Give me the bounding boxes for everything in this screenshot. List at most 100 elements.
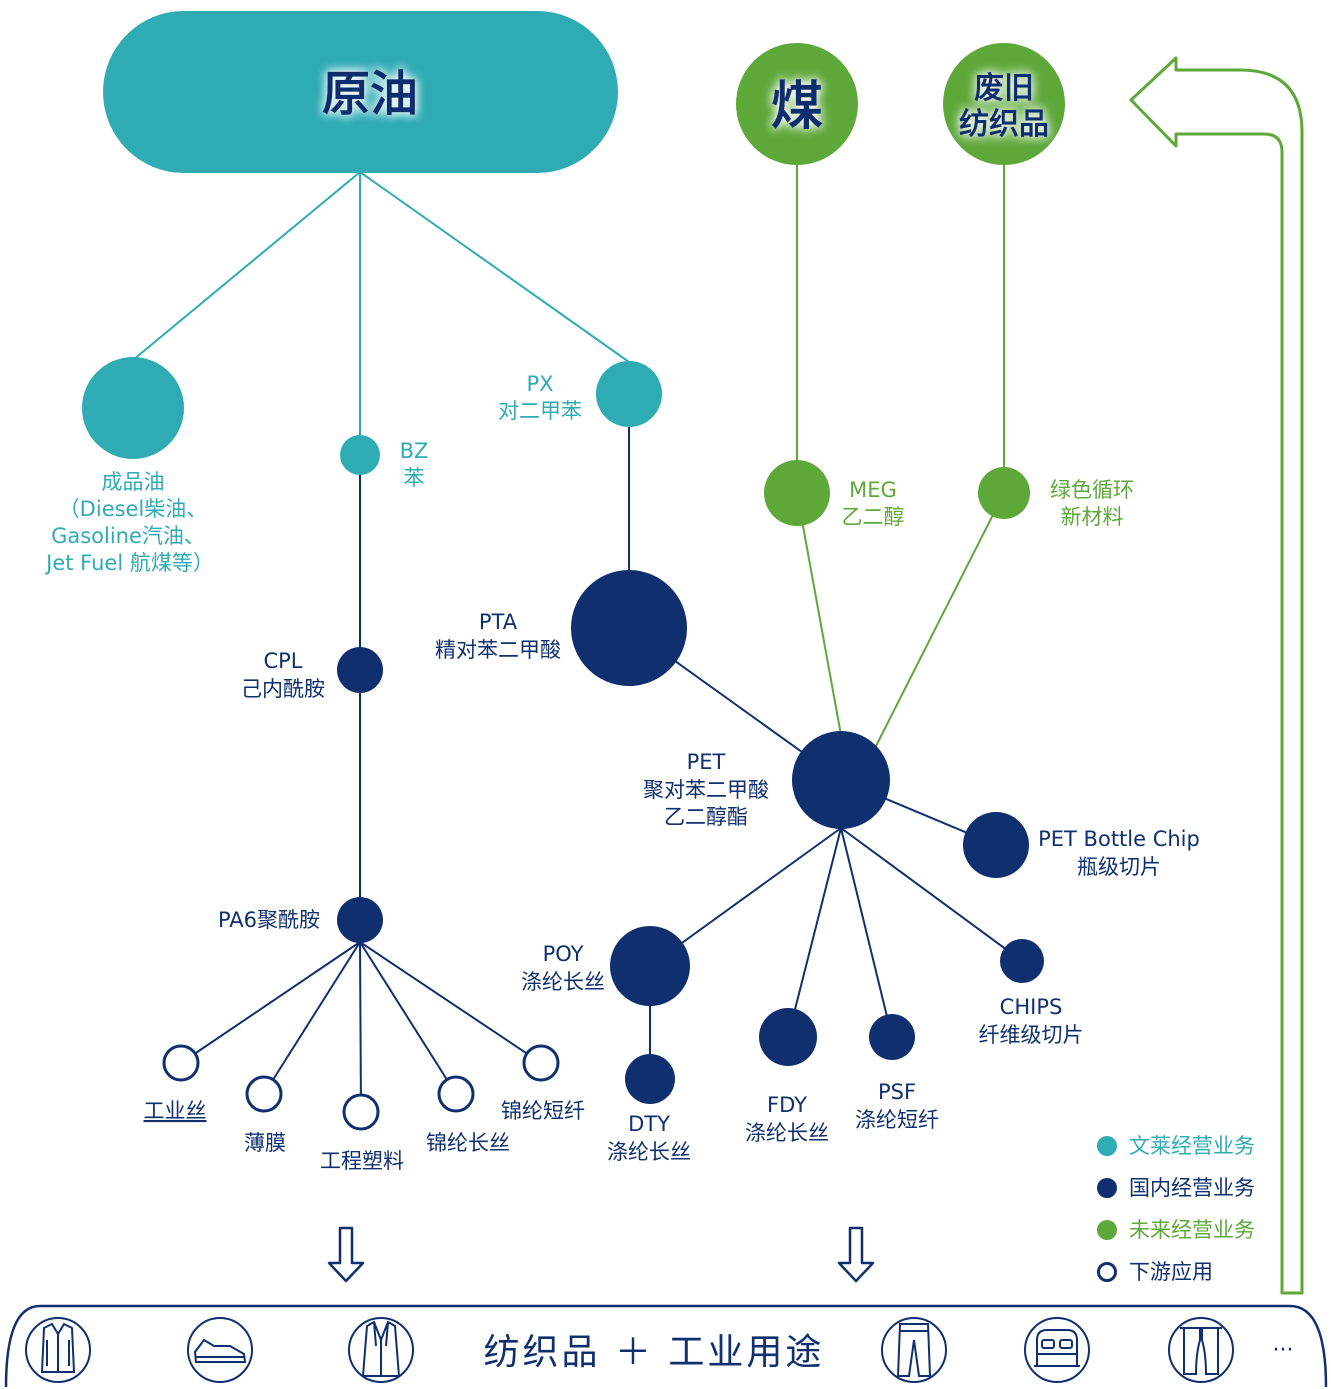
psf-label-1: PSF [878, 1080, 916, 1104]
chips-label-2: 纤维级切片 [979, 1023, 1084, 1047]
curtain-icon [1168, 1317, 1234, 1383]
meg-node [764, 460, 830, 526]
coal-node [736, 43, 858, 165]
nylon-staple-node [522, 1044, 560, 1082]
psf-label-2: 涤纶短纤 [855, 1108, 939, 1132]
dty-node [625, 1054, 675, 1104]
legend-marker-domestic [1097, 1178, 1117, 1198]
waste-textile-label-line2: 纺织品 [959, 107, 1049, 142]
pa6-to-filament-line [359, 941, 457, 1095]
green-material-node [978, 467, 1030, 519]
nylon-filament-node [437, 1075, 475, 1113]
bed-icon [1024, 1317, 1090, 1383]
bz-label-2: 苯 [404, 466, 425, 490]
meg-label-2: 乙二醇 [842, 505, 905, 529]
fdy-node [759, 1008, 817, 1066]
cpl-node [337, 647, 383, 693]
node-circles [82, 357, 1044, 1131]
footer-banner [4, 1304, 1328, 1388]
pet-label-2: 聚对苯二甲酸 [643, 778, 769, 802]
nylon-staple-label: 锦纶短纤 [501, 1099, 585, 1123]
waste-textile-label-line1: 废旧 [974, 71, 1034, 106]
pet-bottle-chip-node [963, 812, 1029, 878]
poy-label-2: 涤纶长丝 [521, 970, 605, 994]
node-labels: 成品油 （Diesel柴油、 Gasoline汽油、 Jet Fuel 航煤等）… [44, 372, 1200, 1173]
green-material-label-1: 绿色循环 [1050, 478, 1134, 502]
engineering-plastic-node [342, 1093, 380, 1131]
psf-node [869, 1014, 915, 1060]
bz-label-1: BZ [400, 439, 429, 463]
cpl-label-2: 己内酰胺 [241, 677, 325, 701]
legend-marker-downstream [1097, 1262, 1117, 1282]
pta-label-2: 精对苯二甲酸 [435, 638, 561, 662]
pa6-to-plastic-line [359, 941, 362, 1113]
refined-oil-label-2: （Diesel柴油、 [59, 497, 208, 521]
film-label: 薄膜 [244, 1131, 286, 1155]
shirt-icon [25, 1317, 91, 1383]
industrial-yarn-label: 工业丝 [144, 1099, 207, 1123]
legend-marker-brunei [1097, 1136, 1117, 1156]
px-label-2: 对二甲苯 [498, 399, 582, 423]
pet-bottle-chip-label-1: PET Bottle Chip [1038, 827, 1200, 851]
pet-to-psf-line [840, 827, 893, 1038]
fdy-label-2: 涤纶长丝 [745, 1121, 829, 1145]
meg-to-pet-line [796, 492, 842, 736]
jacket-icon [348, 1317, 414, 1383]
pa6-to-industrial-line [180, 941, 361, 1064]
pa6-to-film-line [263, 941, 361, 1095]
legend: 文莱经营业务 国内经营业务 未来经营业务 下游应用 [1097, 1134, 1255, 1284]
chips-node [1000, 939, 1044, 983]
chips-label-1: CHIPS [1000, 995, 1063, 1019]
dty-label-2: 涤纶长丝 [607, 1140, 691, 1164]
pta-node [571, 570, 687, 686]
trousers-icon [881, 1317, 947, 1383]
poy-label-1: POY [543, 942, 584, 966]
footer-ellipsis: ··· [1273, 1338, 1294, 1363]
green-material-label-2: 新材料 [1061, 505, 1124, 529]
pet-label-3: 乙二醇酯 [664, 805, 748, 829]
footer-title: 纺织品 ＋ 工业用途 [484, 1332, 825, 1373]
bz-node [340, 435, 380, 475]
poy-node [610, 926, 690, 1006]
px-label-1: PX [526, 372, 553, 396]
refined-oil-node [82, 357, 184, 459]
pet-bottle-chip-label-2: 瓶级切片 [1077, 855, 1161, 879]
fdy-label-1: FDY [767, 1093, 807, 1117]
recycle-arrow [1129, 56, 1304, 1295]
refined-oil-label-1: 成品油 [102, 470, 165, 494]
legend-label-downstream: 下游应用 [1129, 1260, 1213, 1284]
refined-oil-label-3: Gasoline汽油、 [51, 524, 205, 548]
crude-oil-pill [103, 11, 618, 173]
pet-to-chips-line [840, 827, 1023, 962]
waste-textile-node [943, 43, 1065, 165]
pa6-to-staple-line [359, 941, 542, 1064]
pta-label-1: PTA [479, 610, 518, 634]
engineering-plastic-label: 工程塑料 [320, 1149, 404, 1173]
crude-to-px-line [359, 171, 630, 363]
px-node [596, 361, 662, 427]
nylon-filament-label: 锦纶长丝 [426, 1131, 510, 1155]
film-node [245, 1075, 283, 1113]
pa6-label: PA6聚酰胺 [218, 908, 320, 932]
coal-label: 煤 [771, 77, 823, 137]
dty-label-1: DTY [628, 1112, 670, 1136]
pet-node [792, 731, 890, 829]
pet-label-1: PET [687, 750, 726, 774]
refined-oil-label-4: Jet Fuel 航煤等） [44, 551, 214, 575]
pa6-node [337, 897, 383, 943]
down-arrow-right [837, 1226, 875, 1283]
legend-label-future: 未来经营业务 [1129, 1218, 1255, 1242]
industrial-yarn-node [162, 1044, 200, 1082]
crude-to-refined-line [132, 171, 361, 361]
pet-to-fdy-line [787, 827, 842, 1038]
crude-oil-label: 原油 [322, 66, 418, 122]
green-to-pet-line [874, 492, 1005, 749]
sneaker-icon [187, 1317, 253, 1383]
footer-icons [25, 1317, 1234, 1383]
cpl-label-1: CPL [263, 649, 302, 673]
legend-marker-future [1097, 1220, 1117, 1240]
down-arrow-left [327, 1226, 365, 1283]
legend-label-domestic: 国内经营业务 [1129, 1176, 1255, 1200]
legend-label-brunei: 文莱经营业务 [1129, 1134, 1255, 1158]
